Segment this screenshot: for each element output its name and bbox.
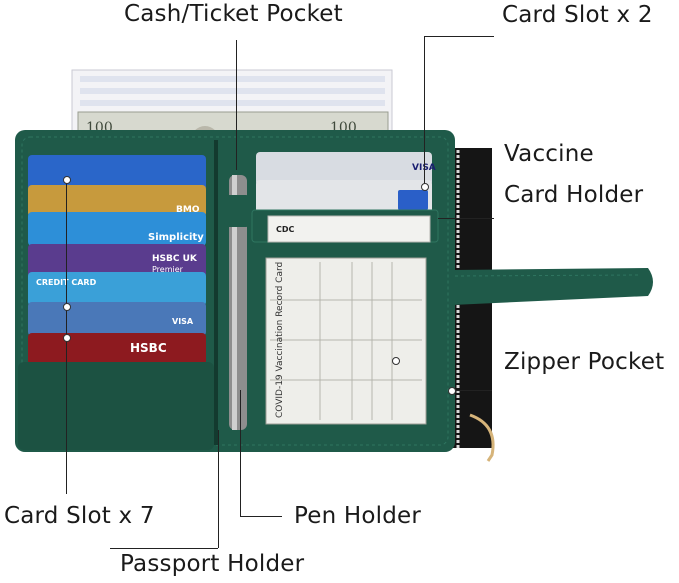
left-card-stack: BMO Simplicity HSBC UK Premier CREDIT CA…	[18, 155, 214, 450]
card-brand-hsbc-uk: HSBC UK	[152, 254, 198, 264]
leader-line-pen-vertical	[240, 390, 241, 516]
marker-dot-cardslot7-a	[63, 176, 71, 184]
card-brand-visa-left: VISA	[172, 317, 194, 326]
leader-line-vaccine	[438, 218, 494, 219]
label-vaccine-line2: Card Holder	[504, 182, 644, 208]
leader-line-passport-elbow	[218, 520, 219, 548]
leader-line-passport-vertical	[218, 430, 219, 520]
card-brand-visa-right: VISA	[412, 163, 436, 173]
label-zipper-pocket: Zipper Pocket	[504, 349, 665, 375]
marker-dot-cardslot7-b	[63, 303, 71, 311]
label-passport-holder: Passport Holder	[120, 551, 305, 577]
marker-dot-vaccine	[392, 357, 400, 365]
pen-illustration	[224, 175, 250, 430]
leader-line-pen-horizontal	[240, 516, 282, 517]
card-brand-bmo: BMO	[176, 205, 200, 215]
vaccine-card-holder: CDC COVID-19 Vaccination Record Card	[252, 215, 438, 444]
card-brand-premier: Premier	[152, 265, 184, 274]
cdc-logo: CDC	[276, 225, 295, 234]
leader-line-cash-vertical	[236, 40, 237, 170]
leader-line-zipper	[450, 390, 492, 391]
leader-line-card2-horizontal	[424, 36, 494, 37]
label-vaccine-line1: Vaccine	[504, 141, 594, 167]
label-cash-ticket-pocket: Cash/Ticket Pocket	[124, 1, 343, 27]
card-brand-simplicity: Simplicity	[148, 232, 204, 243]
label-card-slot-x7: Card Slot x 7	[4, 503, 155, 529]
vaccine-card-title: COVID-19 Vaccination Record Card	[275, 262, 285, 418]
leader-line-card2-vertical	[424, 36, 425, 186]
marker-dot-card2	[421, 183, 429, 191]
label-pen-holder: Pen Holder	[294, 503, 422, 529]
marker-dot-cardslot7-c	[63, 334, 71, 342]
leader-line-passport-horizontal	[110, 548, 218, 549]
marker-dot-zipper	[448, 387, 456, 395]
label-card-slot-x2: Card Slot x 2	[502, 2, 653, 28]
card-brand-hsbc: HSBC	[130, 341, 167, 355]
